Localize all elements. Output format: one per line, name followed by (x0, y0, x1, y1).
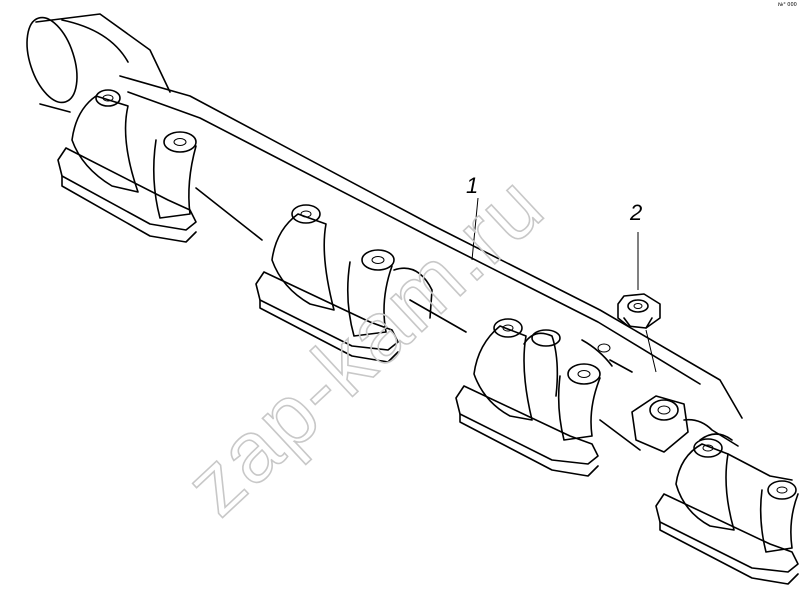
callout-1-label: 1 (466, 173, 478, 198)
callout-1: 1 (466, 173, 479, 261)
callout-2-label: 2 (629, 200, 642, 225)
leader-line-1 (471, 197, 479, 261)
mounting-boss (631, 395, 739, 453)
port-flange-3 (455, 318, 611, 477)
manifold-body (26, 13, 799, 585)
port-flange-1 (57, 89, 197, 243)
corner-code: №° 000 (778, 2, 797, 8)
port-flange-2 (255, 204, 433, 363)
leader-line-2b (645, 329, 657, 373)
watermark: zap-kam.ru (167, 157, 562, 534)
port-flange-4 (655, 438, 799, 585)
nut-part (617, 293, 661, 329)
callout-2: 2 (629, 200, 657, 373)
